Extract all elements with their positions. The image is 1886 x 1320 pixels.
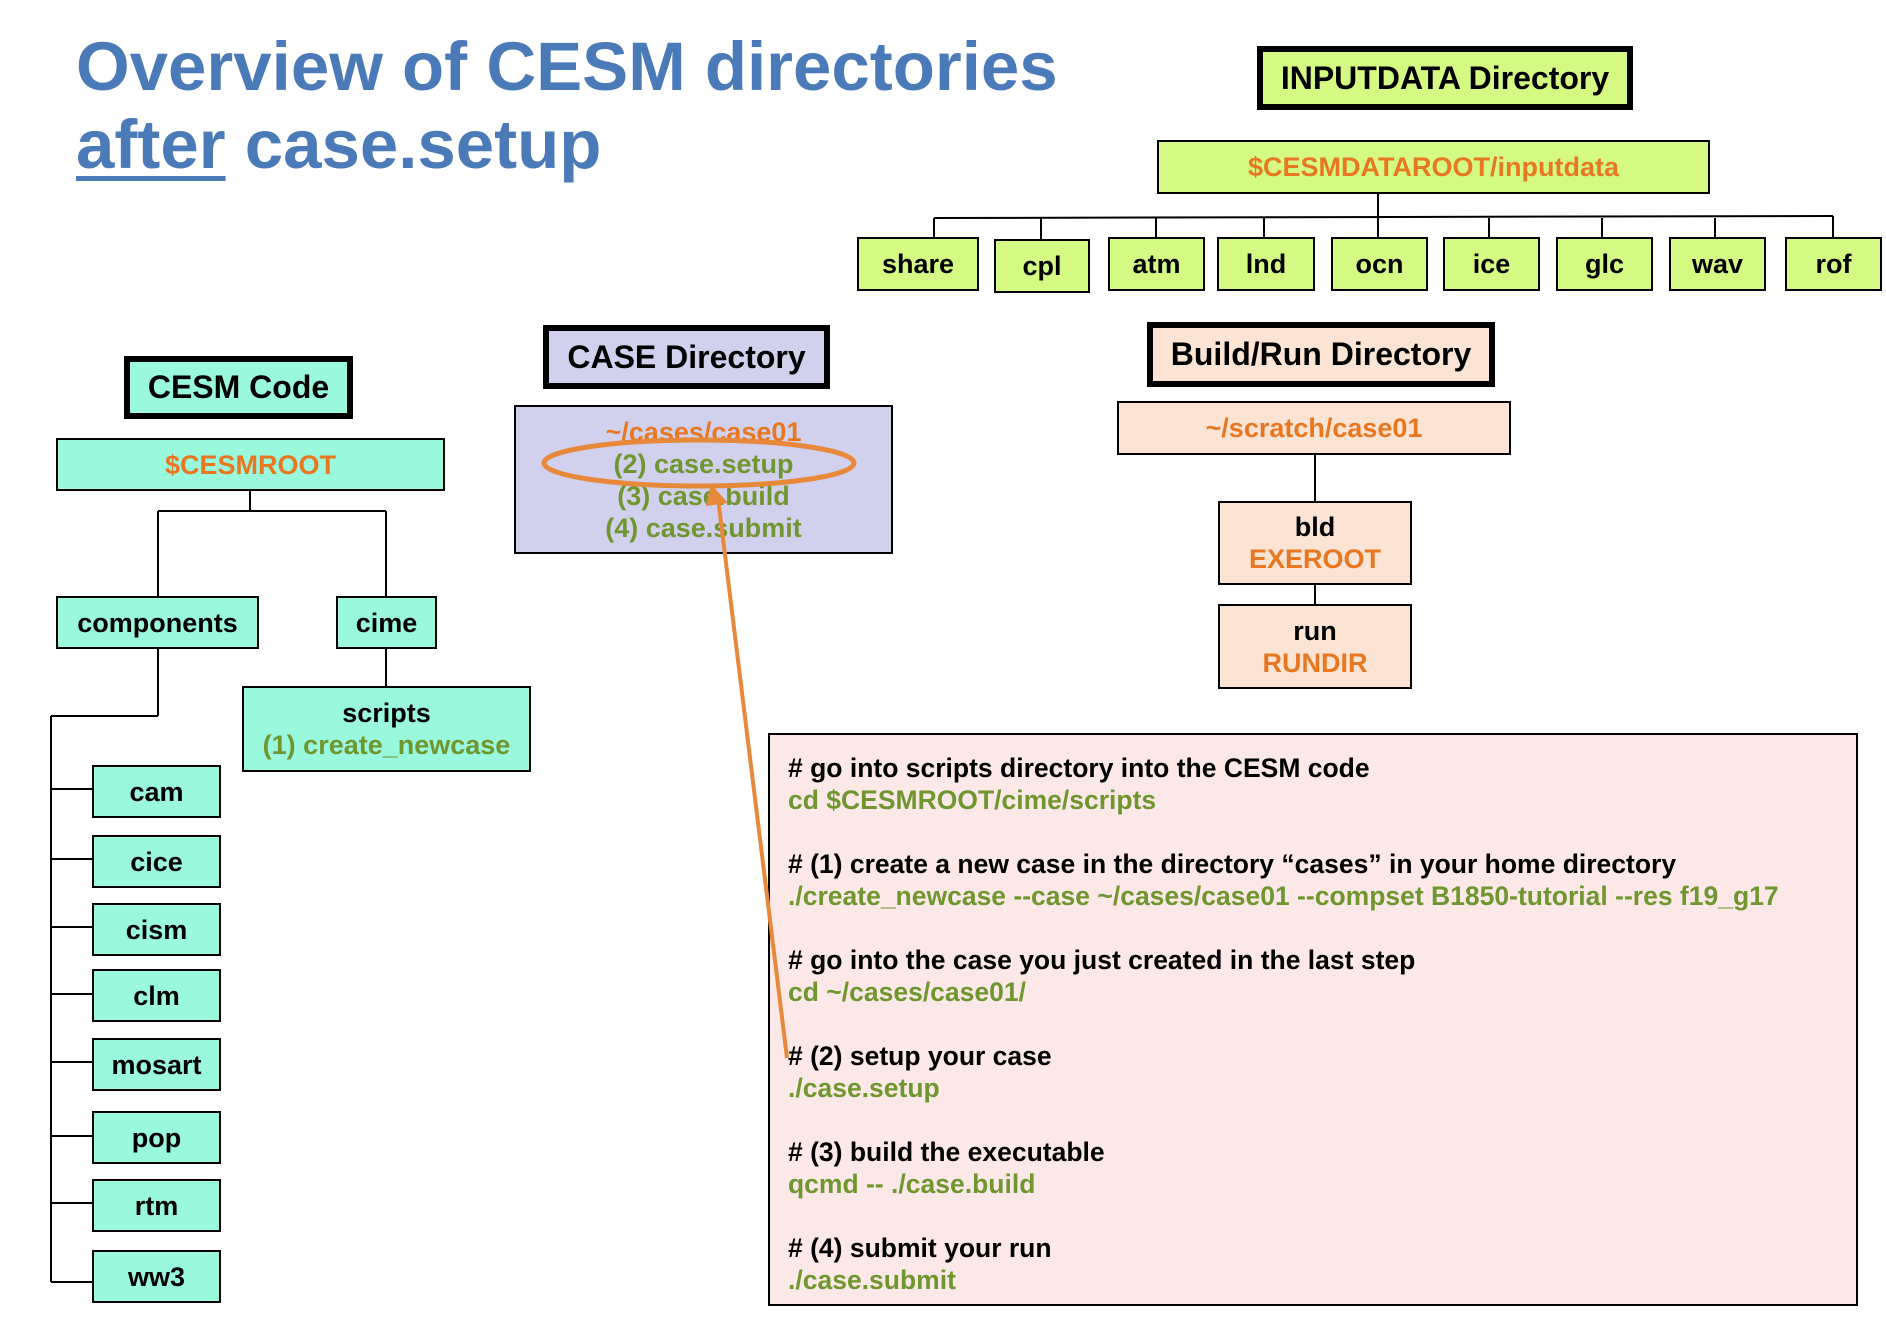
- run-name: run: [1293, 615, 1337, 646]
- command-comment: # (3) build the executable: [788, 1137, 1105, 1167]
- command-comment: # (2) setup your case: [788, 1041, 1052, 1071]
- component-ww3: ww3: [92, 1250, 221, 1303]
- bld-var: EXEROOT: [1248, 544, 1382, 574]
- scripts-name: scripts: [342, 698, 431, 728]
- command-comment: # go into scripts directory into the CES…: [788, 753, 1370, 783]
- component-clm: clm: [92, 969, 221, 1022]
- command-comment: # (4) submit your run: [788, 1233, 1052, 1263]
- command-line: ./create_newcase --case ~/cases/case01 -…: [788, 881, 1779, 911]
- case-step-submit: (4) case.submit: [605, 512, 802, 543]
- command-comment: # go into the case you just created in t…: [788, 945, 1416, 975]
- commands-box: # go into scripts directory into the CES…: [768, 733, 1858, 1306]
- bld-box: bld EXEROOT: [1218, 501, 1412, 585]
- command-line: cd ~/cases/case01/: [788, 977, 1026, 1007]
- highlight-ellipse: [541, 437, 857, 489]
- inputdata-ocn: ocn: [1331, 237, 1428, 291]
- inputdata-atm: atm: [1108, 237, 1205, 291]
- title-rest: case.setup: [225, 106, 602, 183]
- title-line-2: after case.setup: [76, 106, 1058, 184]
- component-pop: pop: [92, 1111, 221, 1164]
- command-comment: # (1) create a new case in the directory…: [788, 849, 1677, 879]
- highlight-arrow-line: [716, 497, 789, 1059]
- run-box: run RUNDIR: [1218, 604, 1412, 689]
- scripts-step: (1) create_newcase: [262, 730, 511, 760]
- cesmroot-box: $CESMROOT: [56, 438, 445, 491]
- case-step-setup: (2) case.setup: [613, 448, 794, 479]
- component-cice: cice: [92, 835, 221, 888]
- build-run-root: ~/scratch/case01: [1117, 401, 1511, 455]
- component-cism: cism: [92, 903, 221, 956]
- build-run-header: Build/Run Directory: [1147, 322, 1495, 387]
- case-directory-header: CASE Directory: [543, 325, 830, 389]
- inputdata-share: share: [857, 237, 979, 291]
- title-line-1: Overview of CESM directories: [76, 28, 1058, 105]
- command-line: ./case.submit: [788, 1265, 956, 1295]
- title-underlined-word: after: [76, 106, 226, 183]
- component-cam: cam: [92, 765, 221, 818]
- inputdata-glc: glc: [1556, 237, 1653, 291]
- cesm-code-header: CESM Code: [124, 356, 353, 419]
- command-line: cd $CESMROOT/cime/scripts: [788, 785, 1157, 815]
- inputdata-cpl: cpl: [994, 239, 1090, 293]
- page-title: Overview of CESM directories after case.…: [76, 28, 1058, 184]
- run-var: RUNDIR: [1262, 647, 1368, 678]
- component-rtm: rtm: [92, 1179, 221, 1232]
- command-line: ./case.setup: [788, 1073, 940, 1103]
- highlight-arrowhead: [706, 484, 728, 506]
- inputdata-ice: ice: [1443, 237, 1540, 291]
- scripts-box: scripts (1) create_newcase: [242, 686, 531, 772]
- inputdata-header: INPUTDATA Directory: [1257, 46, 1633, 110]
- command-line: qcmd -- ./case.build: [788, 1169, 1036, 1199]
- inputdata-wav: wav: [1669, 237, 1766, 291]
- bld-name: bld: [1294, 512, 1336, 542]
- inputdata-lnd: lnd: [1217, 237, 1315, 291]
- inputdata-rof: rof: [1785, 237, 1882, 291]
- component-mosart: mosart: [92, 1038, 221, 1091]
- cime-box: cime: [336, 596, 437, 649]
- components-box: components: [56, 596, 259, 649]
- inputdata-root: $CESMDATAROOT/inputdata: [1157, 140, 1710, 194]
